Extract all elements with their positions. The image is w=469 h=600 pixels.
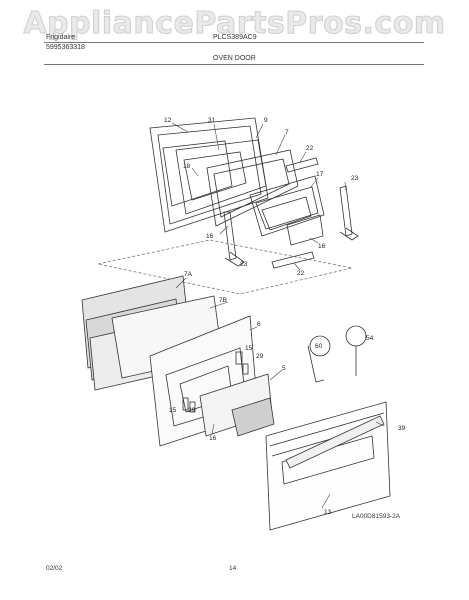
footer-page: 14	[229, 565, 237, 572]
clip-15-lower	[182, 397, 189, 411]
header-brand: Frigidaire	[46, 34, 76, 41]
diagram-code: LA00D81593-2A	[352, 513, 401, 520]
hinge-right-23	[339, 185, 359, 241]
header-rule-bottom	[44, 64, 424, 65]
section-title: OVEN DOOR	[213, 55, 256, 62]
callout-29-lower: 29	[188, 407, 196, 414]
callout-12: 12	[164, 117, 172, 124]
bracket-22-lower	[271, 251, 315, 269]
divider-box	[97, 239, 353, 295]
callout-5: 5	[282, 365, 286, 372]
callout-16-right: 16	[318, 243, 326, 250]
callout-54: 54	[366, 335, 374, 342]
inner-door-frame	[149, 117, 269, 233]
callout-29-upper: 29	[256, 353, 264, 360]
header-part-number: 5995363318	[46, 44, 85, 51]
glass-5-hatched	[231, 397, 275, 437]
callout-17: 17	[316, 171, 324, 178]
callout-9: 9	[264, 117, 268, 124]
callout-15-lower: 15	[169, 407, 177, 414]
screw-54	[345, 325, 367, 376]
watermark: AppliancePartsPros.com	[23, 6, 446, 42]
callout-16-left: 16	[206, 233, 214, 240]
callout-31: 31	[208, 117, 216, 124]
glass-16-upper	[286, 214, 324, 246]
bracket-22-upper	[285, 157, 319, 173]
callout-60: 60	[315, 343, 323, 350]
header-rule-top	[44, 42, 424, 43]
door-panel-9	[175, 139, 267, 215]
clip-29-upper	[242, 363, 249, 375]
callout-7: 7	[285, 129, 289, 136]
callout-23-left: 23	[240, 261, 248, 268]
callout-23-right: 23	[351, 175, 359, 182]
callout-22-lower: 22	[297, 270, 305, 277]
callout-labels: 12 31 9 7 18 22 17 23 16 16 23 22 7A 7B …	[164, 117, 406, 516]
glass-frame-7	[206, 149, 299, 227]
screw-60	[307, 335, 331, 383]
glass-pack-17	[249, 175, 325, 237]
callout-7a: 7A	[184, 271, 193, 278]
hinge-left-23	[223, 211, 245, 267]
footer-date: 02/02	[46, 565, 63, 572]
callout-39: 39	[398, 425, 406, 432]
door-handle-39	[285, 415, 385, 469]
callout-18: 18	[183, 163, 191, 170]
clip-29-lower	[189, 401, 196, 413]
callout-15-upper: 15	[245, 345, 253, 352]
header-model: PLCS389AC9	[213, 34, 257, 41]
callout-13: 13	[324, 509, 332, 516]
callout-7b: 7B	[219, 297, 227, 304]
callout-16-lower: 16	[209, 435, 217, 442]
clip-15-upper	[235, 351, 243, 365]
callout-22-upper: 22	[306, 145, 314, 152]
callout-6: 6	[257, 321, 261, 328]
